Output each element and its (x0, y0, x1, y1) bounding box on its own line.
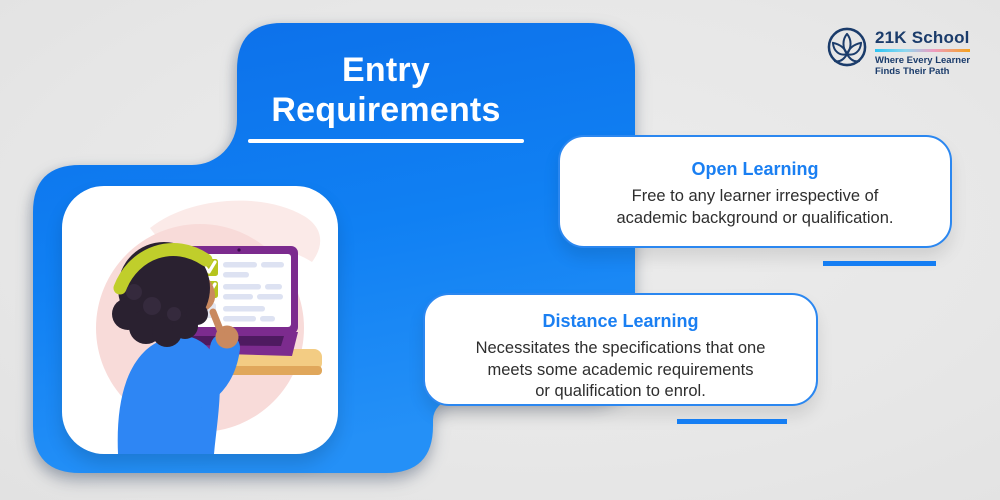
card-distance-learning-title: Distance Learning (542, 311, 699, 331)
brand-logo: 21K School Where Every Learner Finds The… (826, 26, 971, 78)
description-line: or qualification to enrol. (535, 382, 706, 400)
logo-tagline-line1: Where Every Learner (875, 54, 971, 66)
page-title-line1: Entry (342, 51, 430, 89)
description-line: Necessitates the specifications that one (475, 339, 766, 357)
description-line: academic background or qualification. (616, 208, 894, 227)
card-distance-learning-description: Necessitates the specifications that one… (425, 338, 816, 403)
card-distance-learning: Distance Learning Necessitates the speci… (423, 293, 818, 406)
logo-gradient-line (875, 49, 971, 52)
card-open-learning-description: Free to any learner irrespective of acad… (560, 186, 950, 229)
illustration-card (62, 186, 338, 454)
accent-line-distance-learning (677, 419, 787, 424)
title-underline (248, 139, 524, 143)
logo-name: 21K School (875, 28, 970, 47)
learner-laptop-illustration (96, 200, 322, 454)
accent-line-open-learning (823, 261, 936, 266)
page-title: Entry Requirements (247, 50, 525, 143)
description-line: meets some academic requirements (487, 360, 754, 379)
description-line: Free to any learner irrespective of (631, 187, 879, 205)
card-open-learning: Open Learning Free to any learner irresp… (558, 135, 952, 248)
card-open-learning-title: Open Learning (691, 159, 819, 179)
lotus-icon (827, 27, 867, 67)
logo-text-block: 21K School Where Every Learner Finds The… (875, 26, 971, 78)
logo-tagline-line2: Finds Their Path (875, 66, 950, 77)
page-title-line2: Requirements (271, 91, 501, 129)
